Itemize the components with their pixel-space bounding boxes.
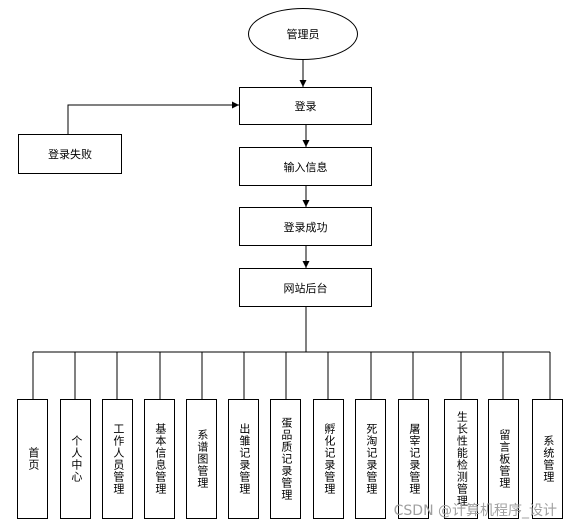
module-box-personal-center: 个人中心 <box>60 399 91 519</box>
module-box-culling: 死淘记录管理 <box>355 399 386 519</box>
module-box-slaughter: 屠宰记录管理 <box>398 399 429 519</box>
admin-node: 管理员 <box>248 8 358 60</box>
module-box-staff: 工作人员管理 <box>102 399 133 519</box>
backend-node: 网站后台 <box>239 268 372 307</box>
login-node: 登录 <box>239 87 372 125</box>
module-box-pedigree: 系谱图管理 <box>186 399 217 519</box>
login-fail-node: 登录失败 <box>18 134 122 174</box>
module-box-egg-quality: 蛋品质记录管理 <box>270 399 301 519</box>
module-label-home: 首页 <box>26 447 40 471</box>
input-info-label: 输入信息 <box>283 160 328 174</box>
module-label-system: 系统管理 <box>541 435 555 483</box>
watermark: CSDN @计算机程序_设计 <box>393 503 557 519</box>
login-label: 登录 <box>294 100 317 113</box>
admin-label: 管理员 <box>286 28 320 41</box>
input-info-node: 输入信息 <box>239 147 372 186</box>
module-box-system: 系统管理 <box>532 399 563 519</box>
module-label-incubation: 孵化记录管理 <box>322 423 336 495</box>
module-box-home: 首页 <box>17 399 48 519</box>
module-label-staff: 工作人员管理 <box>111 423 125 495</box>
module-drops <box>32 352 551 399</box>
module-label-basic-info: 基本信息管理 <box>153 423 167 495</box>
module-box-incubation: 孵化记录管理 <box>313 399 344 519</box>
module-box-growth: 生长性能检测管理 <box>444 399 478 519</box>
login-success-label: 登录成功 <box>283 220 328 234</box>
module-box-hatch-out: 出雏记录管理 <box>228 399 259 519</box>
backend-label: 网站后台 <box>283 281 328 295</box>
module-label-slaughter: 屠宰记录管理 <box>407 423 421 495</box>
module-label-personal-center: 个人中心 <box>69 435 83 483</box>
module-label-egg-quality: 蛋品质记录管理 <box>279 417 293 501</box>
module-label-pedigree: 系谱图管理 <box>195 429 209 489</box>
module-label-growth: 生长性能检测管理 <box>455 411 469 507</box>
module-box-message-board: 留言板管理 <box>488 399 519 519</box>
module-label-message-board: 留言板管理 <box>497 429 511 489</box>
module-label-hatch-out: 出雏记录管理 <box>237 423 251 495</box>
login-success-node: 登录成功 <box>239 207 372 246</box>
module-box-basic-info: 基本信息管理 <box>144 399 175 519</box>
login-fail-label: 登录失败 <box>48 148 92 161</box>
module-label-culling: 死淘记录管理 <box>364 423 378 495</box>
connector-fail-login <box>67 101 239 134</box>
